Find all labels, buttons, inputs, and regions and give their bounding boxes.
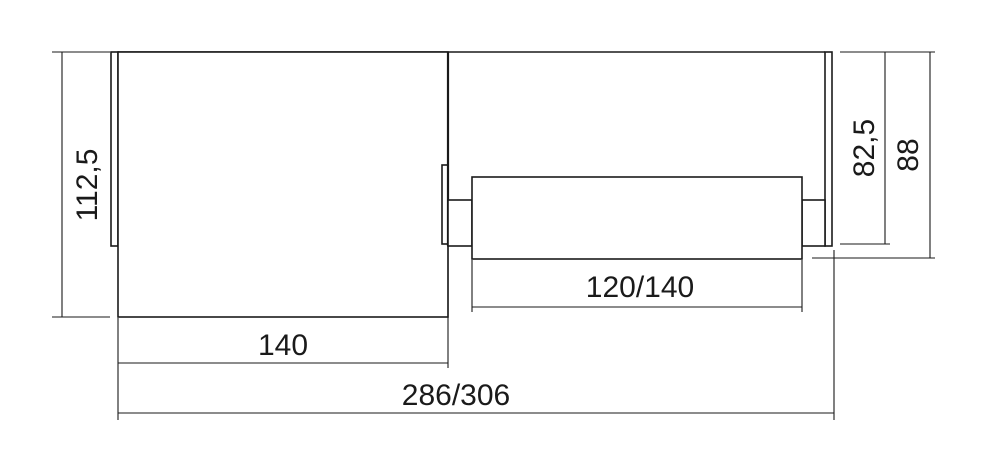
dim-right-inner-height-label: 82,5	[848, 119, 881, 177]
dim-left-height: 112,5	[52, 51, 110, 318]
spindle-right-stub	[801, 199, 826, 247]
roll-spindle	[447, 199, 826, 247]
spindle-left-stub	[447, 199, 473, 247]
dim-roll-width: 120/140	[471, 260, 803, 312]
right-wall-plate	[824, 51, 833, 247]
dim-total-width-label: 286/306	[402, 379, 510, 412]
dim-left-height-label: 112,5	[71, 149, 104, 222]
dim-right-outer-height-label: 88	[892, 138, 925, 171]
dim-left-width-label: 140	[258, 329, 308, 362]
dim-right-outer-height: 88	[812, 51, 935, 259]
dim-roll-width-label: 120/140	[586, 271, 694, 304]
left-shelf-body	[117, 51, 449, 318]
dim-total-width: 286/306	[117, 250, 835, 420]
paper-roll	[471, 176, 803, 260]
left-wall-plate	[110, 51, 119, 247]
dim-left-width: 140	[117, 246, 449, 368]
dim-right-inner-height: 82,5	[840, 51, 890, 245]
